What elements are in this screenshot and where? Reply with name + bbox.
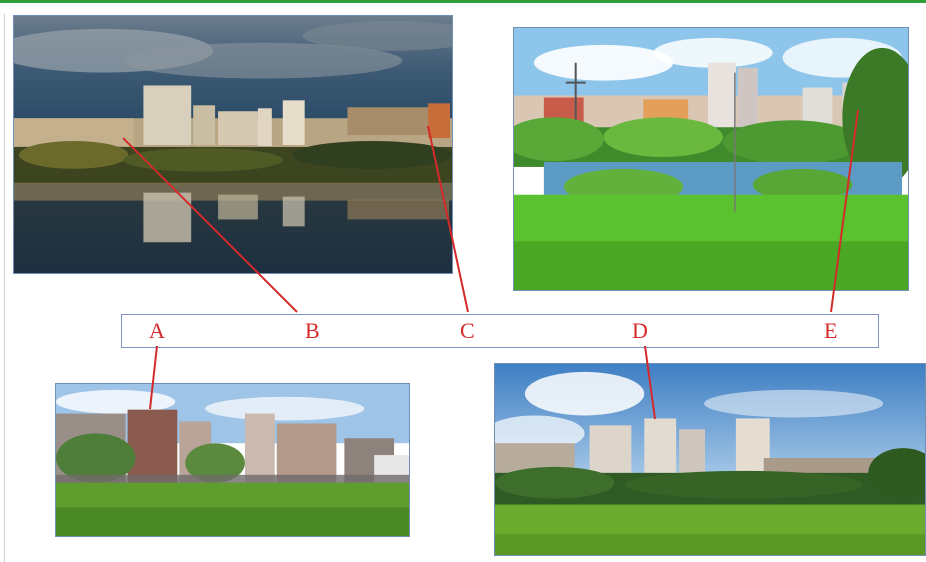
photo-river-city [13, 15, 453, 274]
top-border [0, 0, 926, 3]
photo-tall-buildings [494, 363, 926, 556]
label-c: C [460, 318, 475, 343]
photo-park-lake [513, 27, 909, 291]
label-e: E [824, 318, 838, 343]
left-border [4, 14, 5, 562]
label-box [121, 314, 879, 348]
label-a: A [149, 318, 165, 343]
label-d: D [632, 318, 648, 343]
photo-low-buildings [55, 383, 410, 537]
label-b: B [305, 318, 320, 343]
